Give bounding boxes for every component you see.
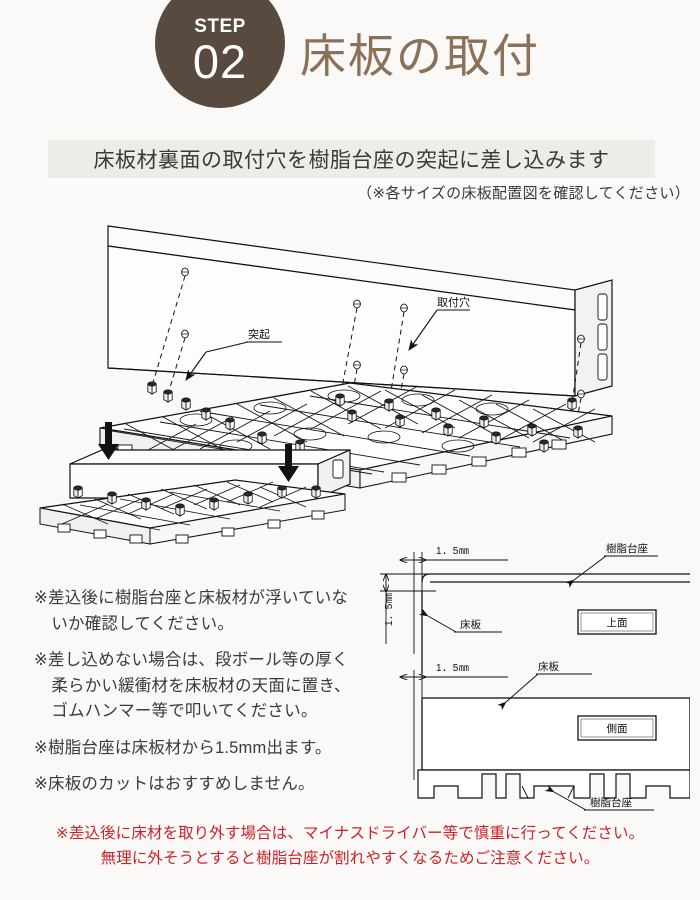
note-item: ※差込後に樹脂台座と床板材が浮いていないか確認してください。 xyxy=(34,589,349,633)
note-item: ※差し込めない場合は、段ボール等の厚く柔らかい緩衝材を床板材の天面に置き、ゴムハ… xyxy=(34,651,351,721)
side-view-dim-horizontal: 1．5㎜ xyxy=(436,663,470,674)
notes-list: ※差込後に樹脂台座と床板材が浮いていないか確認してください。 ※差し込めない場合… xyxy=(34,586,364,809)
instruction-note: （※各サイズの床板配置図を確認してください） xyxy=(357,185,690,202)
step-badge: STEP 02 xyxy=(155,0,285,108)
technical-drawing: 1．5㎜ 1．5㎜ 樹脂台座 床板 xyxy=(378,534,690,820)
floor-board-top xyxy=(107,225,613,399)
step-badge-number: 02 xyxy=(192,35,248,88)
note-item: ※床板のカットはおすすめしません。 xyxy=(34,775,315,794)
warning-line-2: 無理に外そうとすると樹脂台座が割れやすくなるためご注意ください。 xyxy=(100,849,600,867)
technical-drawing-svg: 1．5㎜ 1．5㎜ 樹脂台座 床板 xyxy=(380,542,690,811)
top-view-label-base: 樹脂台座 xyxy=(606,542,648,555)
instruction-banner-text: 床板材裏面の取付穴を樹脂台座の突起に差し込みます xyxy=(93,149,610,172)
insertion-arrows xyxy=(98,422,299,482)
side-view-label: 側面 xyxy=(607,722,628,735)
label-mounting-hole-text: 取付穴 xyxy=(437,296,470,309)
label-protrusion-text: 突起 xyxy=(248,328,270,341)
assembly-illustration: 突起 取付穴 xyxy=(0,198,700,578)
assembly-illustration-svg: 突起 取付穴 xyxy=(39,225,613,545)
side-view-diagram: 1．5㎜ 床板 側面 樹脂台座 xyxy=(400,660,690,811)
side-view-label-base: 樹脂台座 xyxy=(590,796,632,809)
top-view-dim-vertical: 1．5㎜ xyxy=(384,592,395,626)
top-view-diagram: 1．5㎜ 1．5㎜ 樹脂台座 床板 xyxy=(380,542,690,674)
insertion-demo xyxy=(39,422,351,545)
warning-line-1: ※差込後に床材を取り外す場合は、マイナスドライバー等で慎重に行ってください。 xyxy=(55,825,645,842)
label-protrusion: 突起 xyxy=(185,328,282,381)
page-title: 床板の取付 xyxy=(300,31,540,82)
note-item: ※樹脂台座は床板材から1.5mm出ます。 xyxy=(34,738,332,757)
side-view-label-board: 床板 xyxy=(538,660,559,673)
top-view-dim-horizontal: 1．5㎜ xyxy=(436,546,470,557)
step-badge-word: STEP xyxy=(194,16,246,37)
label-mounting-hole: 取付穴 xyxy=(408,296,470,351)
top-view-label-board: 床板 xyxy=(460,618,481,631)
page-header: STEP 02 床板の取付 xyxy=(0,0,700,128)
top-view-label: 上面 xyxy=(607,617,628,629)
instruction-banner: 床板材裏面の取付穴を樹脂台座の突起に差し込みます xyxy=(48,140,655,178)
warning-text: ※差込後に床材を取り外す場合は、マイナスドライバー等で慎重に行ってください。 無… xyxy=(0,822,700,872)
